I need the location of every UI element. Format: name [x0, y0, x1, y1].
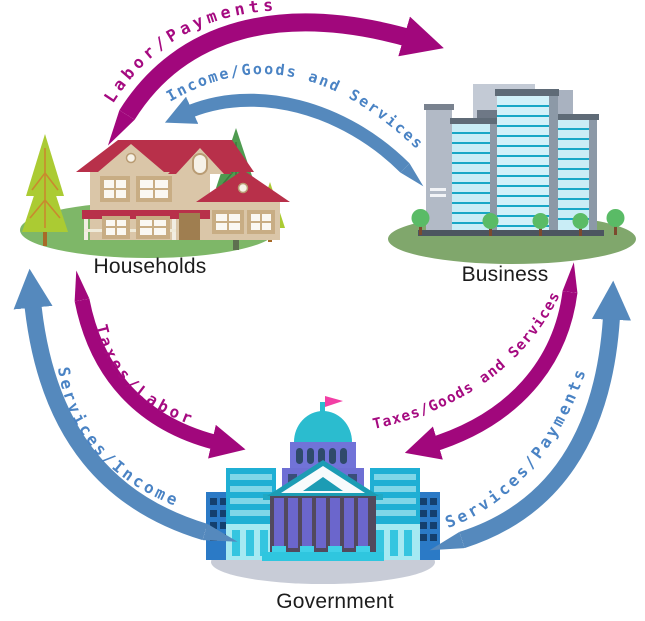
- arrow-services-payments: [429, 280, 631, 551]
- households-illustration: [20, 128, 290, 258]
- tree-icon: [22, 134, 68, 246]
- business-illustration: [388, 84, 636, 264]
- office-buildings-icon: [418, 84, 604, 236]
- arrow-services-income: [13, 268, 238, 542]
- flag-icon: [325, 396, 343, 407]
- arrow-taxes-labor: [74, 270, 246, 459]
- government-illustration: [206, 396, 440, 584]
- door: [179, 213, 200, 240]
- capitol-building-icon: [206, 396, 440, 561]
- government-label: Government: [276, 590, 394, 613]
- arrow-label-taxes-goods-services: Taxes/Goods and Services: [371, 289, 564, 433]
- arrow-labor-payments: [107, 13, 444, 146]
- households-label: Households: [93, 255, 207, 278]
- street-trees-icon: [411, 209, 625, 236]
- business-label: Business: [461, 263, 549, 286]
- house-icon: [76, 140, 290, 240]
- arrow-income-goods-services: [164, 93, 424, 187]
- dome: [294, 411, 352, 442]
